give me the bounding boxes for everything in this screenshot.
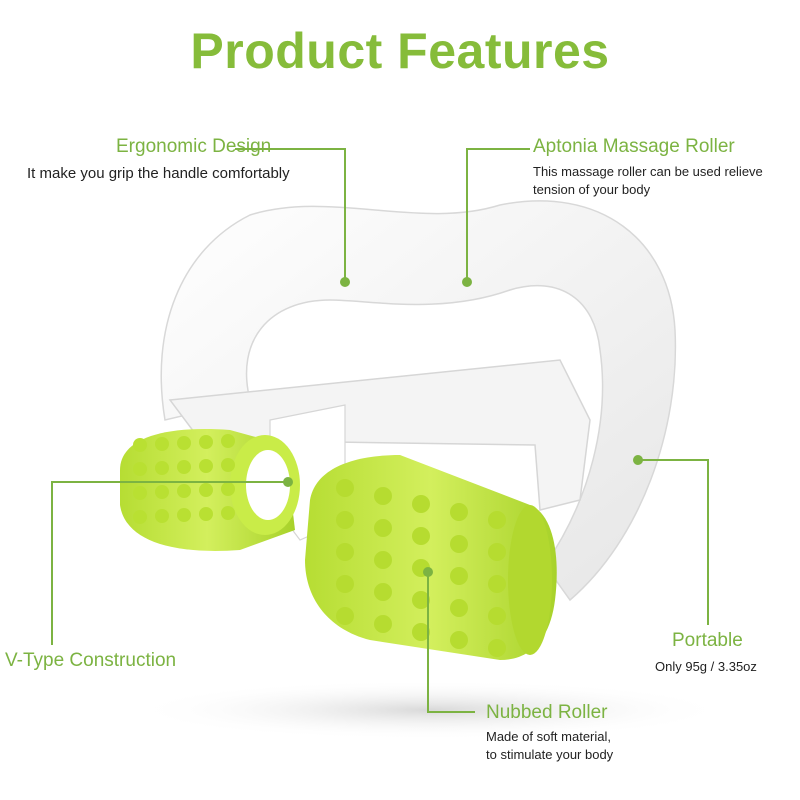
roller-nub <box>177 460 191 474</box>
leader-dots <box>283 277 643 577</box>
roller-nub <box>199 507 213 521</box>
roller-nub <box>374 519 392 537</box>
feature-ergonomic-desc: It make you grip the handle comfortably <box>27 165 290 182</box>
leader-roller <box>466 148 530 280</box>
leader-ergonomic <box>235 148 346 280</box>
leader-nubbed <box>427 572 475 713</box>
roller-nub <box>374 583 392 601</box>
feature-nubbed-title: Nubbed Roller <box>486 702 608 723</box>
leader-portable <box>638 459 709 625</box>
roller-nub <box>177 436 191 450</box>
roller-nub <box>221 458 235 472</box>
roller-nub <box>155 485 169 499</box>
right-roller-nubs <box>336 479 506 657</box>
roller-nub <box>488 575 506 593</box>
roller-nub <box>488 543 506 561</box>
roller-nub <box>488 511 506 529</box>
roller-nub <box>412 527 430 545</box>
feature-roller-title: Aptonia Massage Roller <box>533 136 735 157</box>
feature-nubbed-desc-1: Made of soft material, <box>486 729 611 744</box>
roller-nub <box>199 483 213 497</box>
feature-portable-desc: Only 95g / 3.35oz <box>655 659 757 674</box>
roller-nub <box>221 506 235 520</box>
feature-vtype-title: V-Type Construction <box>5 650 177 671</box>
roller-nub <box>450 567 468 585</box>
roller-nub <box>133 462 147 476</box>
roller-nub <box>155 461 169 475</box>
roller-nub <box>336 575 354 593</box>
roller-nub <box>133 438 147 452</box>
roller-nub <box>199 435 213 449</box>
handle-shape <box>160 200 677 602</box>
roller-nub <box>488 639 506 657</box>
roller-nub <box>450 503 468 521</box>
roller-nub <box>374 487 392 505</box>
roller-nub <box>450 599 468 617</box>
roller-nub <box>412 591 430 609</box>
roller-nub <box>412 623 430 641</box>
feature-roller-desc-1: This massage roller can be used relieve <box>533 164 763 179</box>
roller-nub <box>488 607 506 625</box>
roller-nub <box>412 495 430 513</box>
roller-nub <box>221 482 235 496</box>
roller-nub <box>177 484 191 498</box>
roller-nub <box>374 551 392 569</box>
feature-ergonomic-title: Ergonomic Design <box>116 136 272 157</box>
roller-nub <box>450 631 468 649</box>
roller-nub <box>199 459 213 473</box>
left-roller-nubs <box>133 434 235 524</box>
roller-nub <box>336 607 354 625</box>
roller-nub <box>221 434 235 448</box>
roller-nub <box>155 509 169 523</box>
roller-nub <box>374 615 392 633</box>
feature-roller-desc-2: tension of your body <box>533 182 651 197</box>
leader-vtype <box>51 481 288 645</box>
roller-nub <box>177 508 191 522</box>
floor-shadow <box>130 680 730 740</box>
roller-nub <box>450 535 468 553</box>
roller-nub <box>133 510 147 524</box>
roller-nub <box>336 543 354 561</box>
roller-nub <box>336 511 354 529</box>
roller-nub <box>133 486 147 500</box>
leader-lines <box>51 148 709 713</box>
roller-nub <box>155 437 169 451</box>
page-title: Product Features <box>190 23 610 79</box>
feature-portable-title: Portable <box>672 630 743 651</box>
roller-nub <box>336 479 354 497</box>
feature-nubbed-desc-2: to stimulate your body <box>486 747 614 762</box>
